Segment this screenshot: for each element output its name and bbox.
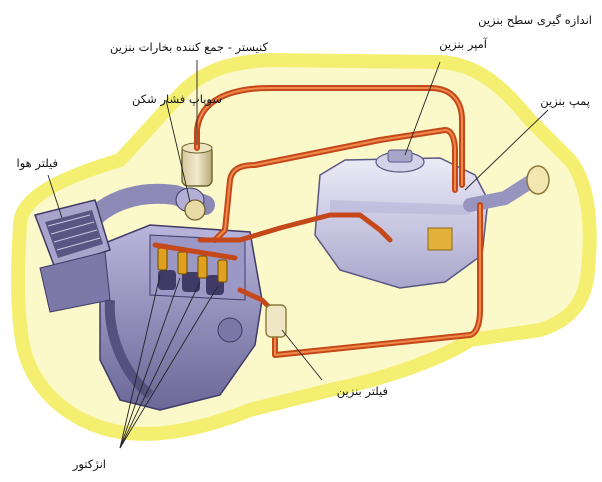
- leader-fuel-filter: [281, 329, 323, 381]
- label-injectors: انژکتور: [72, 457, 106, 472]
- label-canister: کنیستر - جمع کننده بخارات بنزین: [110, 40, 268, 55]
- leader-injector-4: [119, 285, 219, 449]
- label-fuel-pump: پمپ بنزین: [540, 94, 590, 109]
- label-fuel-level-gauge: اندازه گیری سطح بنزین: [478, 13, 592, 28]
- injectors: [152, 242, 238, 283]
- pressure-regulator: [184, 199, 206, 221]
- fuel-tank: [314, 149, 489, 289]
- label-pressure-regulator: سوپاپ فشار شکن: [132, 92, 222, 107]
- label-air-filter: فیلتر هوا: [17, 156, 58, 171]
- leader-injector-3: [119, 281, 201, 449]
- label-fuel-filter: فیلتر بنزین: [337, 384, 388, 399]
- leader-fuel-pump: [464, 109, 549, 191]
- leader-injector-1: [119, 274, 161, 449]
- leader-lines: [47, 60, 549, 449]
- labels: اندازه گیری سطح بنزین آمپر بنزین کنیستر …: [17, 13, 592, 472]
- fuel-filter: [265, 304, 287, 338]
- leader-fuel-gauge: [404, 61, 441, 156]
- leader-injector-2: [119, 277, 181, 449]
- air-filter-box: [34, 199, 111, 313]
- in-tank-pump-icon: [427, 227, 453, 251]
- leader-pressure-regulator: [165, 99, 191, 203]
- label-fuel-gauge-sender: آمپر بنزین: [439, 37, 488, 52]
- fuel-lines: [194, 85, 483, 358]
- leader-air-filter: [47, 174, 63, 219]
